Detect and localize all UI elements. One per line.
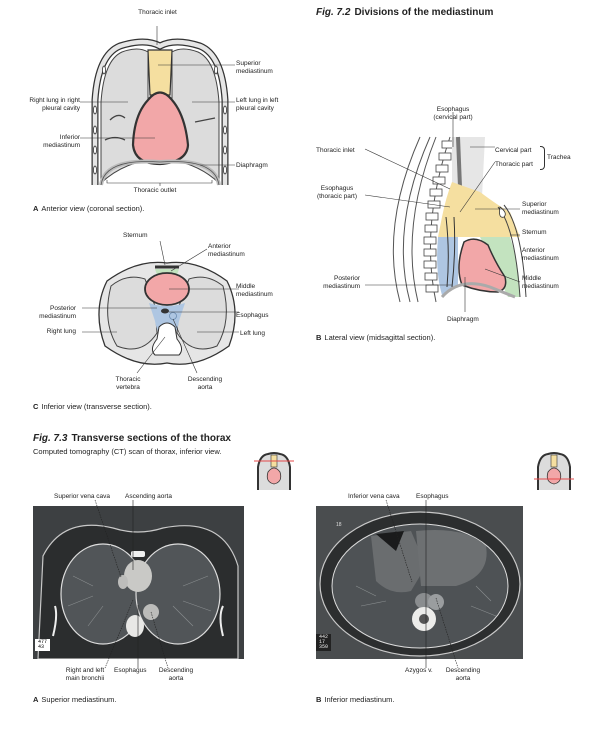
- label-thoracic-inlet: Thoracic inlet: [138, 9, 177, 16]
- inferior-mediastinum-region: [131, 91, 190, 166]
- sagittal-section-diagram: [364, 112, 527, 312]
- left-lung-region: [176, 276, 227, 350]
- label-esophagus-c: Esophagus: [236, 312, 269, 319]
- label-bronchi: Right and left main bronchii: [65, 667, 105, 682]
- coronal-section-diagram: [80, 26, 235, 186]
- locator-thumbnail-inferior: [534, 452, 574, 490]
- ct-b-leaders: [385, 499, 459, 669]
- label-right-lung: Right lung in right pleural cavity: [29, 97, 80, 112]
- label-cervical-part: Cervical part: [495, 147, 532, 154]
- label-thoracic-outlet: Thoracic outlet: [133, 187, 177, 194]
- label-esophagus-cervical: Esophagus (cervical part): [433, 106, 473, 121]
- label-middle-mediastinum-c: Middle mediastinum: [236, 283, 273, 298]
- label-thoracic-part: Thoracic part: [495, 161, 533, 168]
- esophagus-shape: [161, 308, 169, 314]
- label-esophagus-thoracic: Esophagus (thoracic part): [316, 185, 358, 200]
- label-left-lung-c: Left lung: [240, 330, 265, 337]
- label-descending-aorta-c: Descending aorta: [187, 376, 223, 391]
- label-descending-aorta-cta: Descending aorta: [158, 667, 194, 682]
- label-thoracic-vertebra: Thoracic vertebra: [115, 376, 141, 391]
- label-ascending-aorta: Ascending aorta: [125, 493, 172, 500]
- ct-slice-number: 18: [336, 522, 342, 528]
- label-azygos: Azygos v.: [405, 667, 433, 674]
- ct-scan-superior: [33, 506, 244, 659]
- label-ivc: Inferior vena cava: [348, 493, 400, 500]
- label-anterior-mediastinum-b: Anterior mediastinum: [522, 247, 559, 262]
- label-posterior-mediastinum-c: Posterior mediastinum: [39, 305, 76, 320]
- label-sternum-b: Sternum: [522, 229, 547, 236]
- right-lung-region: [107, 276, 158, 350]
- label-left-lung: Left lung in left pleural cavity: [236, 97, 279, 112]
- label-superior-mediastinum-b: Superior mediastinum: [522, 201, 559, 216]
- superior-mediastinum-region: [147, 49, 173, 96]
- label-descending-aorta-ctb: Descending aorta: [445, 667, 481, 682]
- label-inferior-mediastinum: Inferior mediastinum: [43, 134, 80, 149]
- label-diaphragm-b: Diaphragm: [447, 316, 479, 323]
- trachea-brace: [540, 146, 545, 170]
- superior-mediastinum-region: [438, 182, 520, 237]
- label-trachea: Trachea: [547, 154, 571, 161]
- ct-a-leaders: [94, 499, 169, 669]
- label-esophagus-cta: Esophagus: [114, 667, 147, 674]
- label-thoracic-inlet-b: Thoracic inlet: [316, 147, 355, 154]
- label-anterior-mediastinum-c: Anterior mediastinum: [208, 243, 245, 258]
- label-svc: Superior vena cava: [54, 493, 111, 500]
- locator-thumbnail-superior: [254, 452, 294, 490]
- label-diaphragm: Diaphragm: [236, 162, 268, 169]
- middle-mediastinum-region: [458, 238, 507, 293]
- label-superior-mediastinum: Superior mediastinum: [236, 60, 273, 75]
- fig-7-3-subtitle: Computed tomography (CT) scan of thorax,…: [33, 447, 222, 456]
- label-middle-mediastinum-b: Middle mediastinum: [522, 275, 559, 290]
- vertebrae: [423, 140, 455, 293]
- diaphragm-curve: [440, 282, 516, 299]
- label-posterior-mediastinum-b: Posterior mediastinum: [323, 275, 360, 290]
- transverse-section-diagram: [82, 240, 239, 374]
- label-right-lung-c: Right lung: [46, 328, 76, 335]
- label-esophagus-ctb: Esophagus: [416, 493, 449, 500]
- ct-scan-inferior: 18: [316, 506, 523, 659]
- label-sternum-c: Sternum: [123, 232, 148, 239]
- vertebra-shape: [151, 322, 183, 356]
